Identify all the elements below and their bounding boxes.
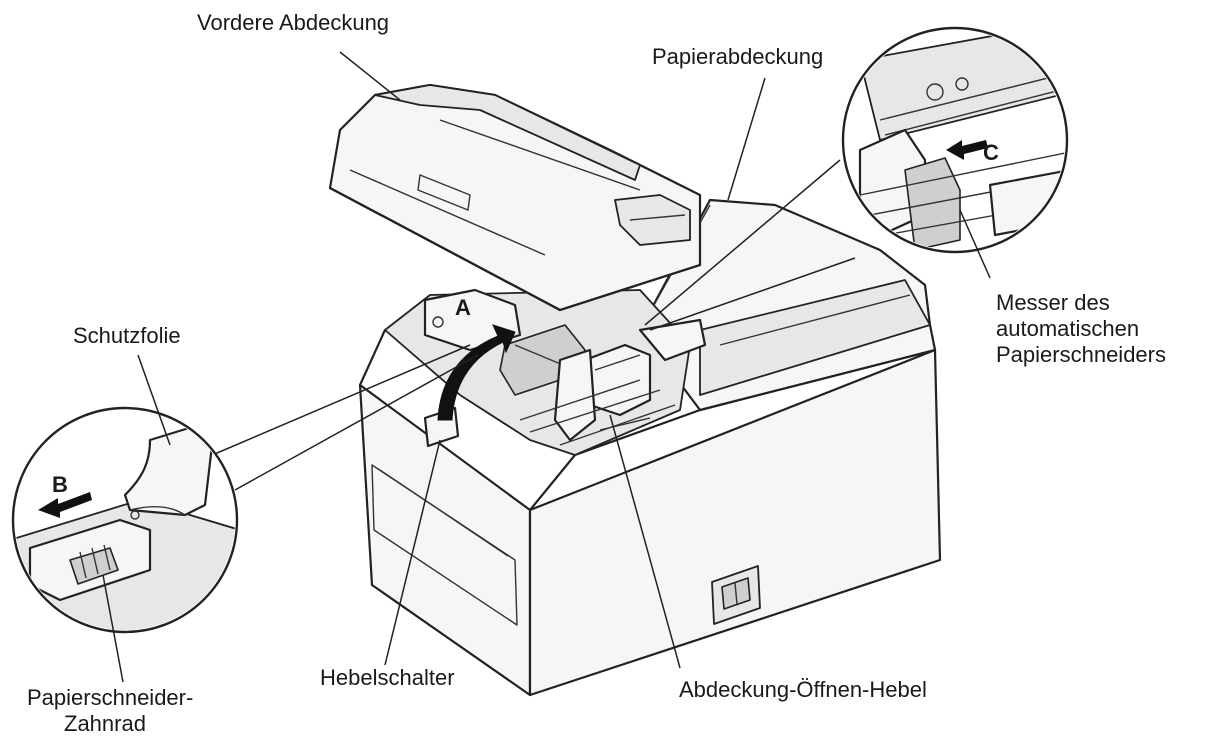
label-paper-cover: Papierabdeckung <box>652 44 824 69</box>
magnifier-connectors <box>209 159 856 491</box>
marker-b: B <box>52 472 68 497</box>
label-cutter-blade-line1: Messer des <box>996 290 1110 315</box>
label-cover-open-lever: Abdeckung-Öffnen-Hebel <box>679 677 927 702</box>
front-cover <box>328 83 702 312</box>
paper-cover <box>638 198 937 412</box>
label-protective-film: Schutzfolie <box>73 323 181 348</box>
label-cutter-blade-line3: Papierschneiders <box>996 342 1166 367</box>
label-cutter-gear-line1: Papierschneider- <box>27 685 194 710</box>
cutter-gear-detail: B <box>11 406 239 634</box>
cutter-blade-detail: C <box>841 26 1069 254</box>
printer-body <box>358 303 942 697</box>
leader-lines <box>102 51 991 683</box>
print-mechanism <box>384 288 707 456</box>
label-front-cover: Vordere Abdeckung <box>197 10 390 35</box>
marker-a: A <box>455 295 471 320</box>
label-lever-switch: Hebelschalter <box>320 665 455 690</box>
marker-c: C <box>983 140 999 165</box>
arrow-a <box>437 324 516 421</box>
label-cutter-blade-line2: automatischen <box>996 316 1140 341</box>
power-switch <box>711 565 761 625</box>
label-cutter-gear-line2: Zahnrad <box>64 711 146 736</box>
